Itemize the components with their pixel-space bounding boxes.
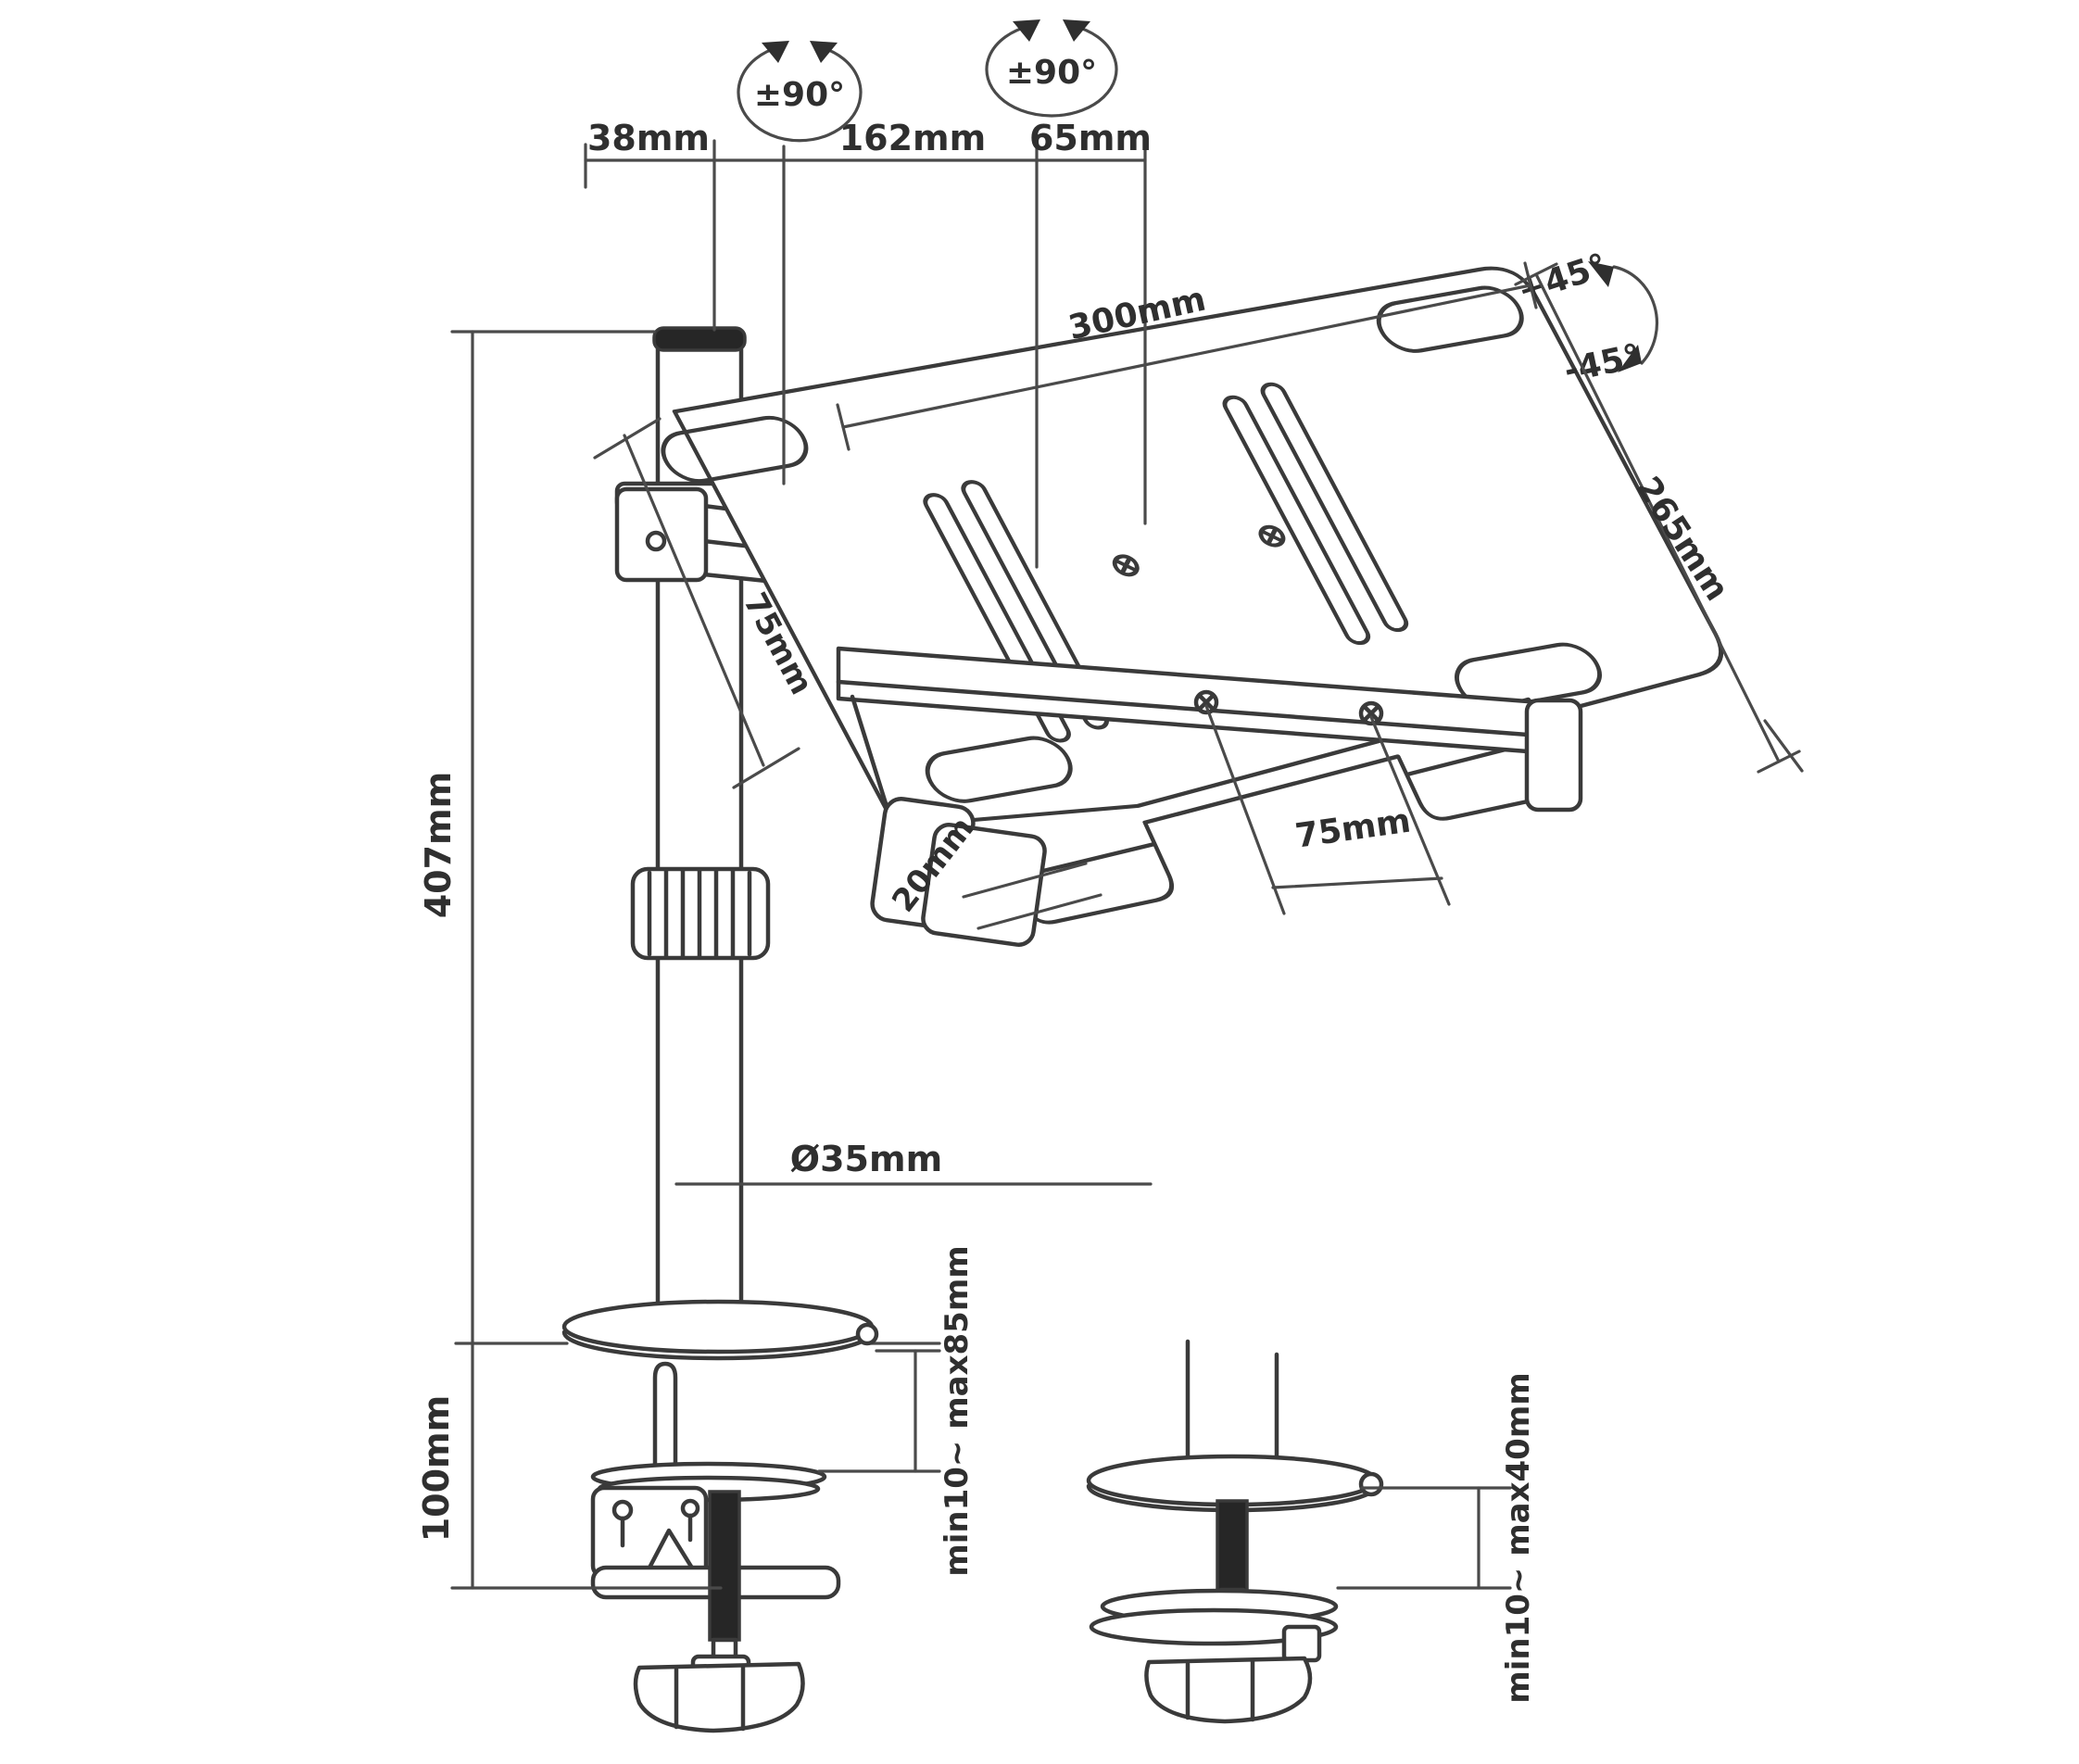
dimension-top-offsets: 38mm 162mm 65mm bbox=[584, 118, 1152, 569]
grommet-range-label: min10~ max40mm bbox=[1500, 1372, 1537, 1703]
dimension-pole-diameter: Ø35mm bbox=[674, 1139, 1153, 1186]
plate-screw-2 bbox=[1258, 524, 1286, 548]
adjust-slot-3 bbox=[1222, 395, 1371, 646]
dimension-grommet-range: min10~ max40mm bbox=[1336, 1372, 1537, 1704]
dimension-clamp-range: min10~ max85mm bbox=[817, 1245, 976, 1577]
desk-clamp bbox=[454, 1299, 941, 1733]
pole-top-cap bbox=[652, 326, 747, 352]
dim-75mm-bottom-label: 75mm bbox=[1293, 802, 1414, 856]
bar-screw-2 bbox=[1358, 700, 1384, 726]
adjust-slot-1 bbox=[923, 493, 1071, 743]
grommet-mount bbox=[1086, 1339, 1384, 1724]
rotation-badge-head: ±90° bbox=[985, 19, 1118, 118]
dim-162mm-label: 162mm bbox=[839, 118, 987, 158]
clamp-foot bbox=[633, 1661, 805, 1733]
rotation-pole-label: ±90° bbox=[754, 76, 845, 114]
dim-35mm-label: Ø35mm bbox=[790, 1139, 942, 1179]
grommet-disc bbox=[1086, 1454, 1379, 1507]
plate-screw-1 bbox=[1112, 554, 1140, 577]
dim-38mm-label: 38mm bbox=[587, 118, 710, 158]
dim-407mm-label: 407mm bbox=[418, 772, 459, 919]
tray-slot-top-right bbox=[1376, 285, 1524, 353]
dimension-clamp-height: 100mm bbox=[416, 1342, 723, 1590]
pole-collar-ring bbox=[630, 866, 771, 961]
bar-screw-1 bbox=[1193, 689, 1219, 715]
adjust-slot-4 bbox=[1260, 382, 1409, 633]
bar-end-lip bbox=[1524, 698, 1583, 813]
dim-65mm-label: 65mm bbox=[1029, 118, 1152, 158]
rotation-head-label: ±90° bbox=[1006, 54, 1097, 92]
mounting-bar bbox=[836, 646, 1583, 947]
clamp-guide-pin bbox=[652, 1361, 678, 1468]
grommet-screw-rod bbox=[1216, 1499, 1249, 1594]
tray-slot-bottom-left bbox=[925, 736, 1073, 803]
base-disc bbox=[561, 1299, 875, 1354]
dim-100mm-label: 100mm bbox=[416, 1395, 457, 1543]
grommet-foot bbox=[1144, 1656, 1313, 1724]
tray-slot-top-left bbox=[661, 415, 809, 484]
clamp-screw-rod bbox=[708, 1490, 741, 1642]
dimension-pole-height: 407mm bbox=[418, 330, 656, 1345]
adjust-slot-2 bbox=[961, 480, 1109, 730]
tilt-down-label: -45° bbox=[1561, 337, 1644, 390]
clamp-range-label: min10~ max85mm bbox=[939, 1245, 976, 1576]
rotation-badge-pole: ±90° bbox=[737, 41, 863, 143]
clamp-bolt-hole bbox=[645, 530, 667, 552]
